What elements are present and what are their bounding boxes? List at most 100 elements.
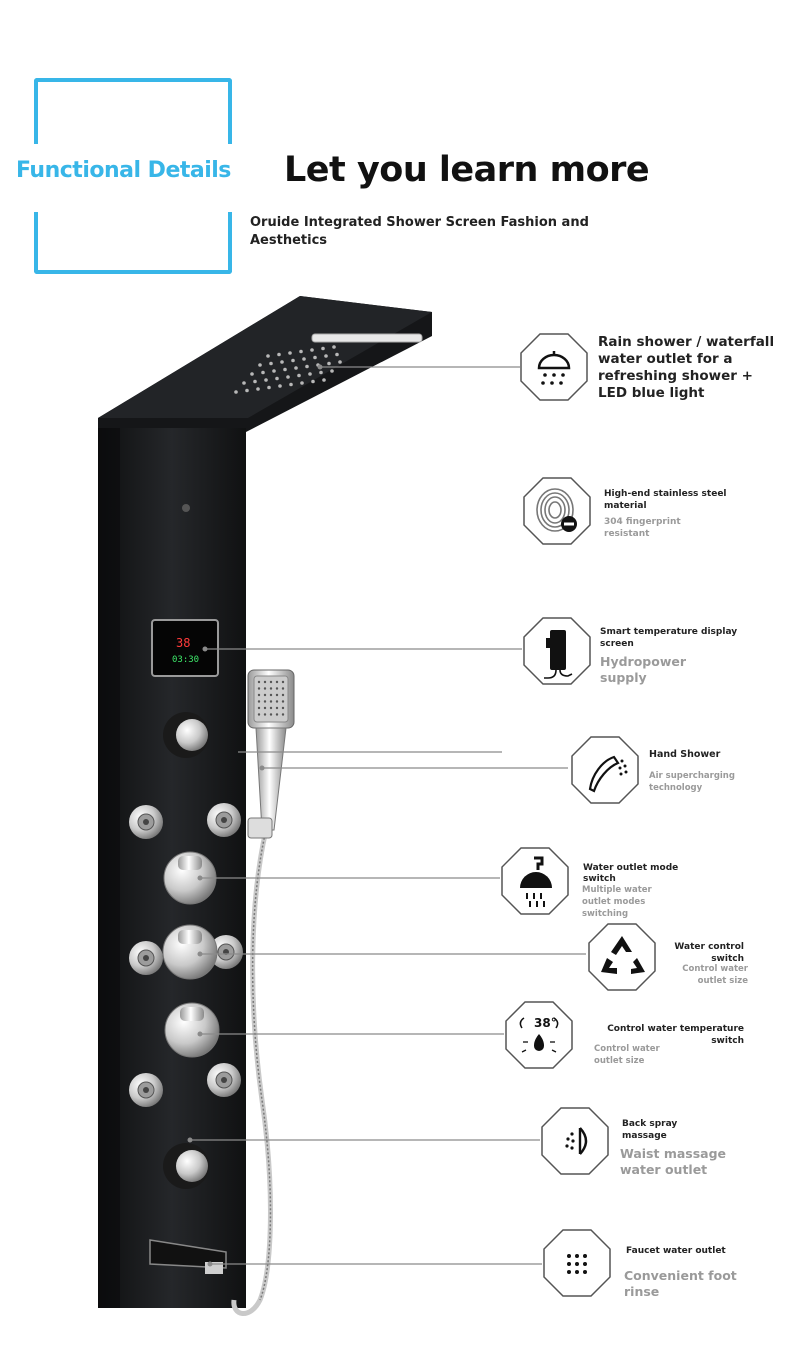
title-bracket-frame (34, 78, 232, 274)
feature-title-back-spray: Back spray massage (622, 1119, 678, 1141)
rain-nozzle (258, 363, 262, 367)
hand-shower-nozzle (263, 700, 267, 703)
rain-nozzle (294, 366, 298, 370)
hand-shower-nozzle (257, 706, 261, 710)
display-screen-icon (522, 616, 592, 686)
rain-nozzle (338, 360, 342, 364)
rain-nozzle (288, 351, 292, 355)
feature-title-hand-shower: Hand Shower (649, 749, 721, 760)
body-jet[interactable] (207, 1063, 241, 1097)
thermostat-icon: 38° (504, 1000, 574, 1070)
shower-hose (231, 829, 273, 1316)
hand-shower-nozzle (275, 706, 279, 710)
rain-nozzle (324, 354, 328, 358)
fingerprint-icon (522, 476, 592, 546)
rain-nozzle (291, 358, 295, 363)
feature-desc-mode-switch: Multiple water outlet modes switching (582, 885, 652, 919)
hand-shower-nozzle (257, 713, 261, 716)
hand-shower-nozzle (269, 687, 273, 690)
body-jet[interactable] (129, 941, 163, 975)
feature-desc-material: 304 fingerprint resistant (604, 517, 681, 539)
rain-nozzle (327, 361, 331, 366)
rain-nozzle (300, 381, 304, 385)
rain-nozzle (234, 390, 238, 394)
rain-nozzle (277, 352, 281, 357)
rain-nozzle (305, 364, 309, 369)
hand-shower-nozzle (257, 700, 261, 703)
feature-desc-water-control: Control water outlet size (682, 964, 748, 986)
body-jet[interactable] (207, 803, 241, 837)
hand-shower-icon (570, 735, 640, 805)
rain-nozzle (245, 388, 249, 393)
rain-nozzle (335, 352, 339, 357)
rain-nozzle (267, 385, 271, 390)
hand-shower-nozzle (263, 713, 267, 716)
rain-nozzle (321, 346, 325, 351)
rain-nozzle (319, 370, 323, 375)
rain-nozzle (313, 355, 317, 360)
water-control-handle[interactable] (162, 924, 218, 980)
rain-nozzle (332, 345, 336, 349)
rain-nozzle (280, 360, 284, 364)
waterfall-outlet (311, 333, 423, 343)
hand-shower-nozzle (275, 687, 279, 690)
shower-head-icon (500, 846, 570, 916)
feature-desc-hand-shower: Air supercharging technology (649, 771, 735, 793)
leader-lines (190, 366, 586, 1265)
rain-nozzle (322, 378, 326, 382)
rain-nozzle (269, 361, 273, 366)
body-jet[interactable] (129, 1073, 163, 1107)
hand-shower-nozzle (269, 713, 273, 716)
feature-title-material: High-end stainless steel material (604, 489, 727, 511)
hand-shower-nozzle (263, 687, 267, 690)
hand-shower-nozzle (269, 693, 273, 697)
feature-title-water-control: Water control switch (674, 942, 744, 964)
rain-nozzle (253, 379, 257, 384)
temperature-control-handle[interactable] (164, 1002, 220, 1058)
rain-nozzle (275, 376, 279, 381)
rain-nozzle (272, 369, 276, 373)
hand-shower-nozzle (281, 713, 285, 716)
hand-shower-nozzle (269, 680, 273, 684)
display-readout: 03:30 (172, 655, 199, 665)
feature-title-faucet: Faucet water outlet (626, 1246, 726, 1256)
hand-shower-nozzle (281, 700, 285, 703)
section-tag: Functional Details (16, 158, 231, 183)
mode-switch-handle[interactable] (163, 851, 217, 905)
page-subtitle: Oruide Integrated Shower Screen Fashion … (250, 215, 589, 248)
rain-nozzle (330, 369, 334, 373)
rain-nozzle (250, 372, 254, 376)
body-jet[interactable] (129, 805, 163, 839)
spray-dots-icon (542, 1228, 612, 1298)
feature-title-display: Smart temperature display screen (600, 627, 738, 649)
faucet-spout (149, 1239, 227, 1274)
hand-shower-nozzle (257, 693, 261, 697)
hand-shower-nozzle (257, 680, 261, 684)
rain-nozzle (256, 387, 260, 391)
hand-shower-nozzle (257, 687, 261, 690)
hand-shower-nozzle (269, 706, 273, 710)
top-knob[interactable] (163, 712, 209, 758)
rain-nozzle (266, 354, 270, 358)
page-title: Let you learn more (284, 150, 650, 190)
rain-nozzle (311, 379, 315, 384)
hand-shower[interactable] (247, 669, 295, 839)
rain-nozzle (283, 367, 287, 372)
bottom-knob[interactable] (163, 1143, 209, 1189)
hand-shower-nozzle (275, 700, 279, 703)
rain-shower-icon (519, 332, 589, 402)
feature-desc-back-spray: Waist massage water outlet (620, 1146, 727, 1177)
rain-nozzle (264, 378, 268, 382)
hand-shower-nozzle (275, 713, 279, 716)
hand-shower-nozzle (263, 706, 267, 710)
feature-desc-display: Hydropower supply (600, 654, 687, 685)
hand-shower-nozzle (275, 680, 279, 684)
sensor-dot (182, 504, 190, 512)
rain-nozzle (310, 348, 314, 352)
recycle-icon (587, 922, 657, 992)
feature-title-mode-switch: Water outlet mode switch (583, 863, 679, 884)
thermostat-temp: 38° (534, 1016, 557, 1030)
rain-nozzle (299, 349, 303, 354)
hand-shower-nozzle (281, 680, 285, 684)
hand-shower-nozzle (263, 680, 267, 684)
